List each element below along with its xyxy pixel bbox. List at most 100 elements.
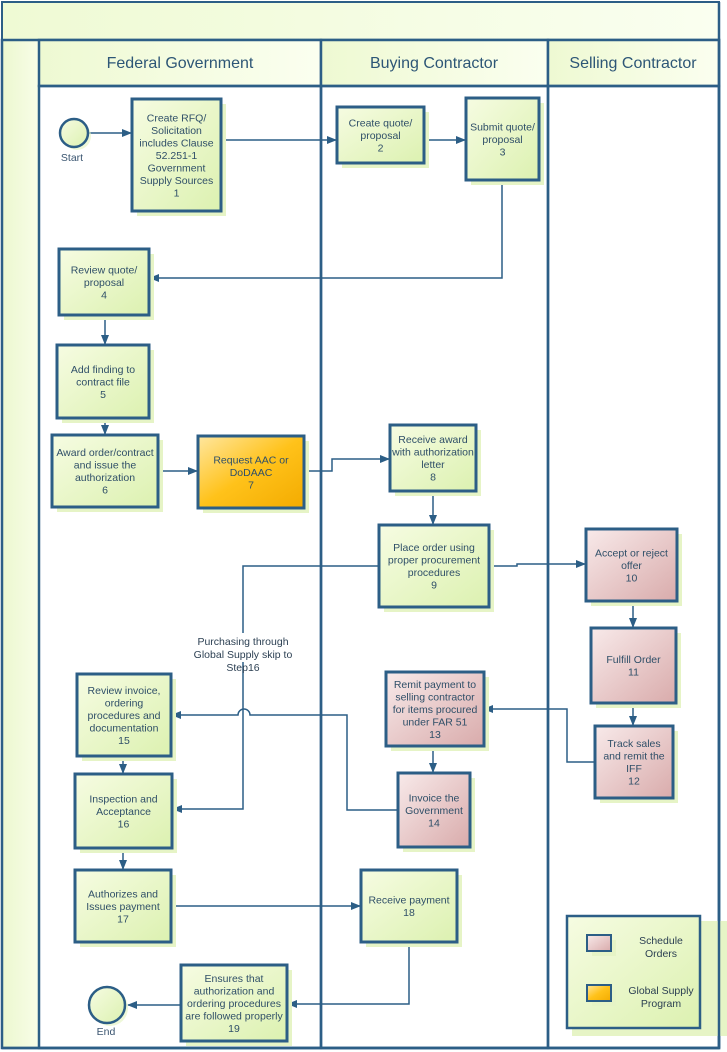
annotation-bg (190, 634, 298, 662)
legend-box (565, 914, 702, 1030)
step-label-line: letter (421, 459, 445, 471)
step-label-line: includes Clause (139, 137, 213, 149)
step-number: 9 (431, 580, 437, 592)
legend-label-global-2: Program (641, 998, 682, 1010)
legend-label-global-1: Global Supply (628, 985, 694, 997)
step-number: 13 (429, 729, 441, 741)
step-number: 6 (102, 485, 108, 497)
step-box-global (196, 434, 306, 510)
step-number: 12 (628, 776, 640, 788)
step-box-schedule (384, 670, 486, 748)
step-label-line: for items procured (393, 704, 478, 716)
step-label-line: Inspection and (89, 793, 157, 805)
step-label-line: Government (405, 805, 463, 817)
flow-18-to-19 (287, 942, 410, 1008)
step-box-schedule (584, 527, 679, 603)
step-label-line: Invoice the (409, 792, 460, 804)
annotation-line-2: Global Supply skip to (194, 649, 293, 661)
step-number: 16 (118, 818, 130, 830)
legend-label-schedule-2: Orders (645, 948, 677, 960)
step-label-line: with authorization (391, 447, 474, 459)
step-label-line: Create RFQ/ (147, 112, 207, 124)
step-label-line: Review quote/ (71, 264, 138, 276)
end-circle-icon (87, 985, 127, 1025)
step-label-line: Receive award (398, 434, 468, 446)
pool-top-band (1, 1, 720, 41)
step-label-line: Government (148, 162, 206, 174)
step-box-normal (464, 96, 541, 182)
lane-title-selling: Selling Contractor (569, 55, 697, 72)
step-label-line: Review invoice, (88, 685, 161, 697)
legend-label-schedule-1: Schedule (639, 935, 683, 947)
step-label-line: documentation (90, 722, 159, 734)
step-label-line: authorization and (194, 985, 275, 997)
step-label-line: Receive payment (368, 895, 449, 907)
flow-3-to-4 (149, 180, 503, 282)
step-label-line: Add finding to (71, 364, 135, 376)
start-label: Start (61, 152, 83, 164)
step-label-line: Solicitation (151, 125, 202, 137)
step-label-line: ordering (105, 697, 144, 709)
step-box-normal (388, 423, 478, 493)
flow-9-to-10 (490, 560, 586, 568)
pool-left-strip (1, 39, 40, 1049)
step-number: 15 (118, 735, 130, 747)
step-label-line: and issue the (74, 460, 137, 472)
step-box-normal (55, 343, 151, 420)
step-box-schedule (589, 626, 678, 705)
step-box-schedule (593, 724, 675, 800)
step-box-normal (179, 963, 289, 1043)
end-label: End (97, 1026, 116, 1038)
lane-title-buying: Buying Contractor (370, 55, 499, 72)
step-number: 8 (430, 472, 436, 484)
step-label-line: ordering procedures (187, 998, 281, 1010)
step-number: 11 (628, 667, 639, 679)
step-number: 1 (174, 187, 180, 199)
step-label-line: Track sales (607, 738, 660, 750)
step-number: 3 (500, 146, 506, 158)
end-event[interactable]: End (87, 985, 128, 1038)
lane-title-federal: Federal Government (107, 55, 254, 72)
connectors (89, 129, 637, 1009)
step-label-line: Request AAC or (213, 454, 289, 466)
step-number: 17 (117, 913, 129, 925)
step-label-line: Issues payment (86, 901, 160, 913)
step-label-line: authorization (75, 472, 135, 484)
start-circle-icon (58, 117, 90, 149)
flow-14-to-15 (171, 708, 397, 811)
step-box-normal (335, 105, 426, 165)
step-label-line: IFF (626, 763, 642, 775)
step-label-line: Fulfill Order (606, 654, 661, 666)
step-box-normal (73, 868, 173, 944)
legend-item-global-supply: Global Supply Program (586, 984, 694, 1010)
step-number: 5 (100, 389, 106, 401)
step-label-line: under FAR 51 (403, 716, 468, 728)
flow-9-to-16-skip (173, 565, 378, 809)
flow-7-to-8 (304, 455, 390, 472)
step-box-normal (377, 523, 491, 609)
start-event[interactable]: Start (58, 117, 91, 164)
step-box-normal (57, 247, 151, 317)
step-box-schedule (396, 771, 472, 849)
